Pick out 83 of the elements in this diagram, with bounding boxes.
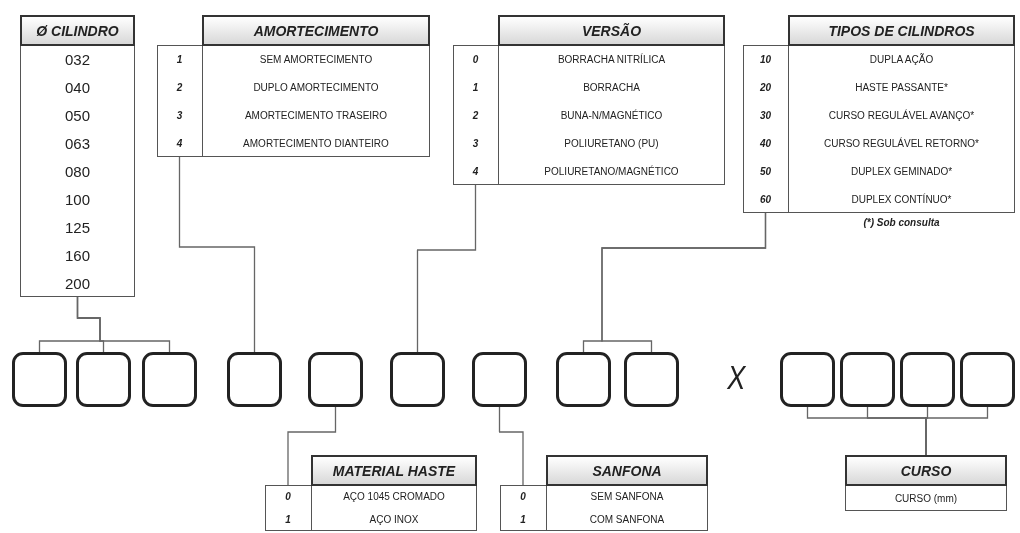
option-value: 040 (64, 77, 91, 98)
option-value: 032 (64, 49, 91, 70)
leader-line (76, 296, 171, 353)
option-table (845, 455, 1007, 511)
option-table (20, 15, 135, 297)
option-description: DUPLO AMORTECIMENTO (252, 80, 380, 95)
option-description: CURSO REGULÁVEL AVANÇO* (827, 108, 976, 123)
option-code: 30 (758, 108, 773, 123)
option-code: 1 (519, 513, 527, 527)
option-description: POLIURETANO (PU) (563, 136, 660, 151)
column-heading: MATERIAL HASTE (311, 455, 477, 486)
code-box (12, 352, 67, 407)
option-code: 50 (758, 164, 773, 179)
leader-line (498, 406, 524, 486)
code-box (472, 352, 527, 407)
option-table (157, 15, 430, 157)
column-heading: CURSO (845, 455, 1007, 486)
option-table (743, 15, 1015, 213)
option-code: 0 (519, 490, 527, 504)
code-box (840, 352, 895, 407)
option-description: COM SANFONA (588, 513, 666, 527)
code-box (780, 352, 835, 407)
option-description: SEM AMORTECIMENTO (258, 52, 374, 67)
option-description: BORRACHA NITRÍLICA (556, 52, 667, 67)
option-table (453, 15, 725, 185)
option-description: DUPLA AÇÃO (868, 52, 935, 67)
option-code: 3 (175, 108, 184, 123)
option-description: AMORTECIMENTO TRASEIRO (243, 108, 389, 123)
option-code: 1 (175, 52, 184, 67)
option-value: 160 (64, 245, 91, 266)
column-heading: SANFONA (546, 455, 708, 486)
option-code: 3 (471, 136, 480, 151)
option-code: 2 (471, 108, 480, 123)
option-table (500, 455, 708, 531)
column-heading: TIPOS DE CILINDROS (788, 15, 1015, 46)
option-value: 200 (64, 273, 91, 294)
option-code: 10 (758, 52, 773, 67)
option-code: 60 (758, 192, 773, 207)
option-description: AÇO INOX (368, 513, 420, 527)
option-code: 4 (471, 164, 480, 179)
leader-line (416, 184, 477, 353)
leader-line (287, 406, 337, 486)
option-code: 4 (175, 136, 184, 151)
option-description: HASTE PASSANTE* (854, 80, 949, 95)
leader-line (925, 406, 989, 456)
option-description: CURSO REGULÁVEL RETORNO* (822, 136, 980, 151)
option-code: 20 (758, 80, 773, 95)
option-value: 063 (64, 133, 91, 154)
option-description: POLIURETANO/MAGNÉTICO (543, 164, 680, 179)
column-heading: AMORTECIMENTO (202, 15, 430, 46)
option-description: AÇO 1045 CROMADO (342, 490, 446, 504)
option-value: CURSO (mm) (893, 491, 959, 506)
code-box (624, 352, 679, 407)
option-value: 100 (64, 189, 91, 210)
column-heading: Ø CILINDRO (20, 15, 135, 46)
option-code: 2 (175, 80, 184, 95)
code-box (556, 352, 611, 407)
option-description: DUPLEX CONTÍNUO* (850, 192, 953, 207)
column-heading: VERSÃO (498, 15, 725, 46)
leader-line (178, 156, 256, 353)
code-box (900, 352, 955, 407)
option-code: 0 (284, 490, 292, 504)
code-box (227, 352, 282, 407)
option-code: 0 (471, 52, 480, 67)
option-code: 1 (284, 513, 292, 527)
option-value: 050 (64, 105, 91, 126)
option-code: 1 (471, 80, 480, 95)
option-description: BUNA-N/MAGNÉTICO (559, 108, 664, 123)
option-description: DUPLEX GEMINADO* (849, 164, 954, 179)
code-box (308, 352, 363, 407)
code-box (390, 352, 445, 407)
option-description: AMORTECIMENTO DIANTEIRO (242, 136, 390, 151)
option-code: 40 (758, 136, 773, 151)
option-value: 125 (64, 217, 91, 238)
code-box (142, 352, 197, 407)
code-box (960, 352, 1015, 407)
option-value: 080 (64, 161, 91, 182)
option-description: SEM SANFONA (589, 490, 665, 504)
option-table (265, 455, 477, 531)
separator-letter: X (727, 358, 746, 397)
footnote: (*) Sob consulta (862, 217, 941, 228)
option-description: BORRACHA (582, 80, 641, 95)
code-box (76, 352, 131, 407)
